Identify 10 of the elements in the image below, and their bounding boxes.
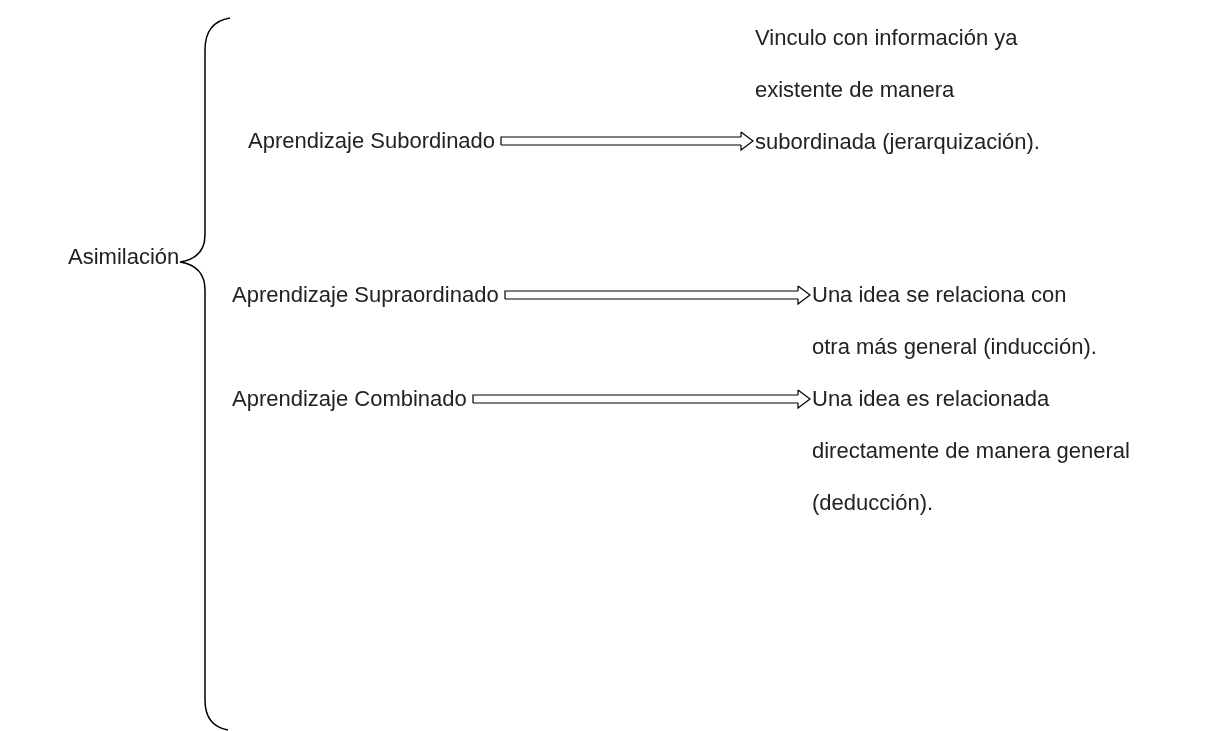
node-text: Una idea se relaciona con otra más general (inducción).: [812, 281, 1098, 361]
node-text: Aprendizaje Supraordinado: [232, 281, 499, 309]
block-arrow: [472, 389, 811, 409]
node-text: Asimilación: [68, 243, 176, 271]
block-arrow: [500, 131, 754, 151]
node-text: Una idea es relacionada directamente de manera general (deducción).: [812, 385, 1131, 517]
node-text: Aprendizaje Combinado: [232, 385, 467, 413]
node-text: Aprendizaje Subordinado: [248, 127, 496, 155]
node-text: Vinculo con información ya existente de manera subordinada (jerarquización).: [755, 24, 1041, 156]
block-arrow: [504, 285, 811, 305]
